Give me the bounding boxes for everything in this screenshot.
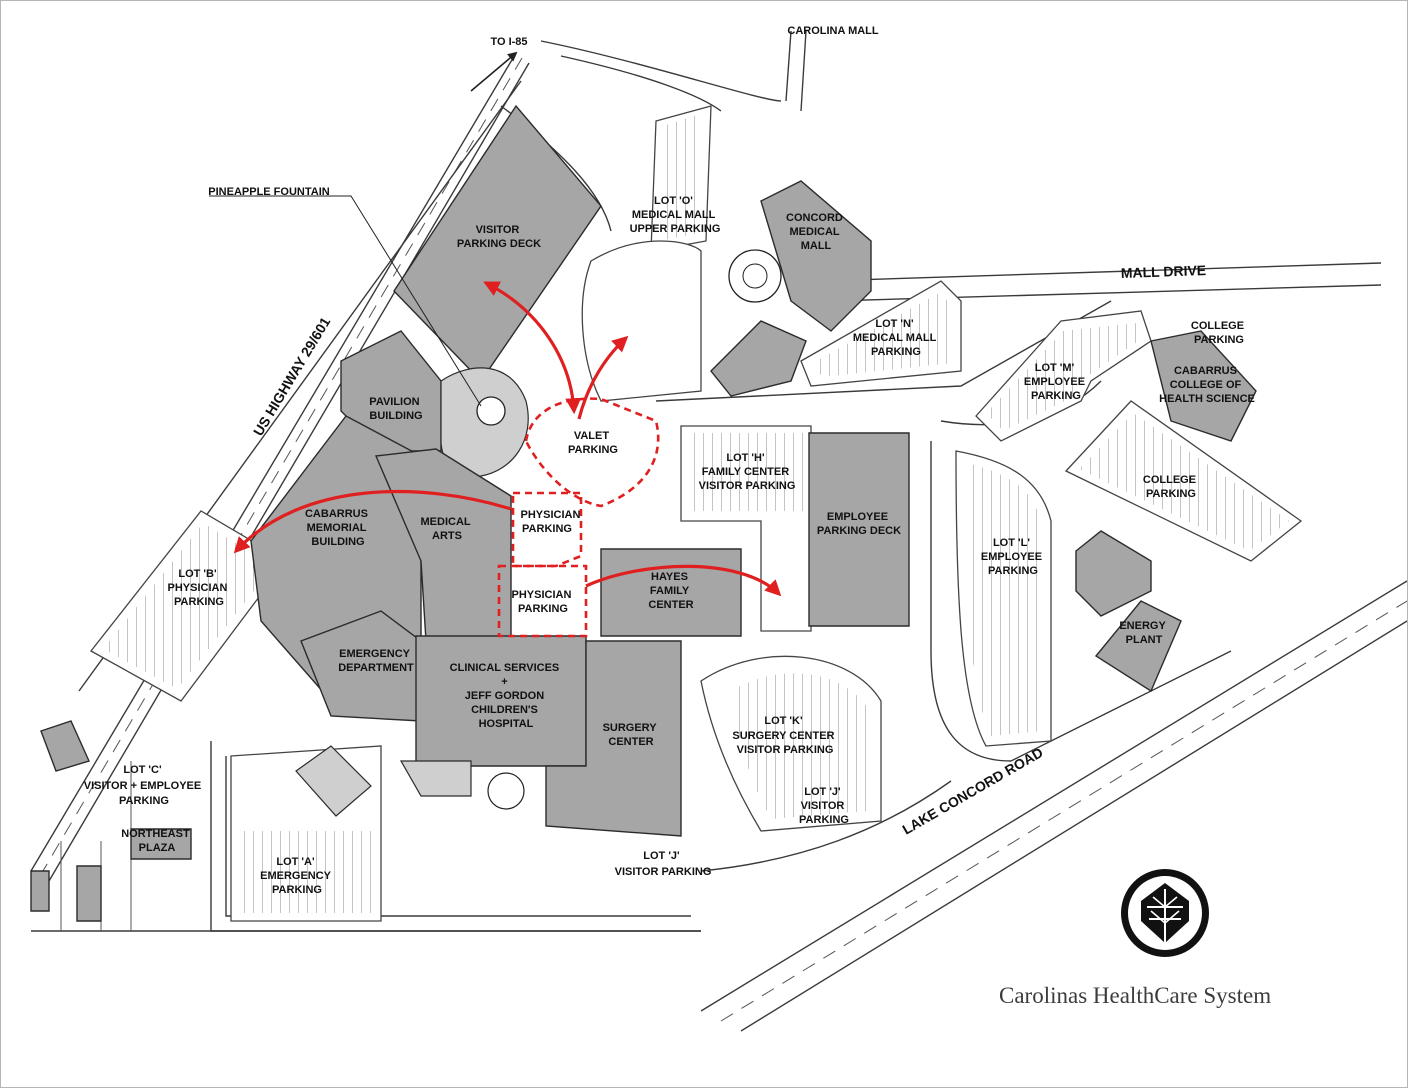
lot-h-label: LOT 'H' FAMILY CENTER VISITOR PARKING [699,452,796,492]
pavilion-shape [340,330,442,452]
parking-lots [90,105,1303,922]
cabarrus-college-label: CABARRUS COLLEGE OF HEALTH SCIENCE [1159,365,1255,405]
surgery-center-label: SURGERY CENTER [603,722,660,748]
route-physician-to-lot-b [233,489,512,554]
pineapple-fountain-leader [209,195,482,407]
hayes-family-center-label: HAYES FAMILY CENTER [648,571,693,611]
medical-arts-label: MEDICAL ARTS [421,516,474,542]
pineapple-fountain-label: PINEAPPLE FOUNTAIN [208,186,329,198]
clinical-services-label: CLINICAL SERVICES + JEFF GORDON CHILDREN… [450,662,563,730]
route-valet-to-deck [483,281,582,415]
lot-n-label: LOT 'N' MEDICAL MALL PARKING [853,318,939,358]
physician-parking-lower-label: PHYSICIAN PARKING [512,589,575,615]
physician-parking-upper-label: PHYSICIAN PARKING [521,509,584,535]
lot-a-label: LOT 'A' EMERGENCY PARKING [260,856,334,896]
lot-j-right-label: LOT 'J' VISITOR PARKING [799,786,849,826]
lot-b-label: LOT 'B' PHYSICIAN PARKING [168,568,231,608]
cabarrus-memorial-label: CABARRUS MEMORIAL BUILDING [305,508,371,548]
physician-parking-upper-zone [511,491,583,568]
brand-name: Carolinas HealthCare System [999,983,1272,1008]
concord-medical-mall-label: CONCORD MEDICAL MALL [786,212,846,252]
lot-c-label: LOT 'C' VISITOR + EMPLOYEE PARKING [84,764,205,807]
lake-concord-road-label: LAKE CONCORD ROAD [900,744,1046,838]
concord-mall-shape [760,180,872,332]
energy-plant-label: ENERGY PLANT [1119,620,1168,646]
valet-parking-zone [524,397,660,508]
us-highway-label: US HIGHWAY 29/601 [250,314,334,438]
pineapple-fountain-icon [476,396,506,426]
lot-o-label: LOT 'O' MEDICAL MALL UPPER PARKING [630,195,721,235]
physician-parking-lower-zone [497,564,588,638]
employee-deck-label: EMPLOYEE PARKING DECK [817,511,901,537]
mall-drive-label: MALL DRIVE [1121,262,1207,281]
carolinas-healthcare-logo [1121,869,1209,957]
lot-o-lower [581,240,702,402]
lot-j-bottom-label: LOT 'J' VISITOR PARKING [615,850,712,878]
lot-m-label: LOT 'M' EMPLOYEE PARKING [1024,362,1088,402]
route-physician-to-lot-h [585,564,782,597]
visitor-deck-label: VISITOR PARKING DECK [457,224,541,250]
employee-deck-shape [808,432,910,627]
visitor-deck-shape [393,104,602,383]
lot-l-label: LOT 'L' EMPLOYEE PARKING [981,537,1045,577]
lot-k-label: LOT 'K' SURGERY CENTER VISITOR PARKING [732,715,837,756]
to-i85-label: TO I-85 [490,36,527,48]
parking-routes [233,281,782,638]
emergency-label: EMERGENCY DEPARTMENT [338,648,414,674]
route-valet-to-lot-o [577,335,629,420]
college-shape [1150,330,1257,442]
northeast-plaza-shape [130,828,192,860]
energy-plant-shape [1094,600,1182,693]
buildings [30,104,1257,922]
carolina-mall-label: CAROLINA MALL [787,25,879,37]
pavilion-label: PAVILION BUILDING [369,396,422,422]
northeast-plaza-label: NORTHEAST PLAZA [121,828,193,854]
surgery-shape [545,640,682,837]
college-parking-top-label: COLLEGE PARKING [1191,320,1247,346]
to-i85-arrow [470,51,518,92]
valet-parking-label: VALET PARKING [568,430,618,456]
college-parking-label: COLLEGE PARKING [1143,474,1199,500]
